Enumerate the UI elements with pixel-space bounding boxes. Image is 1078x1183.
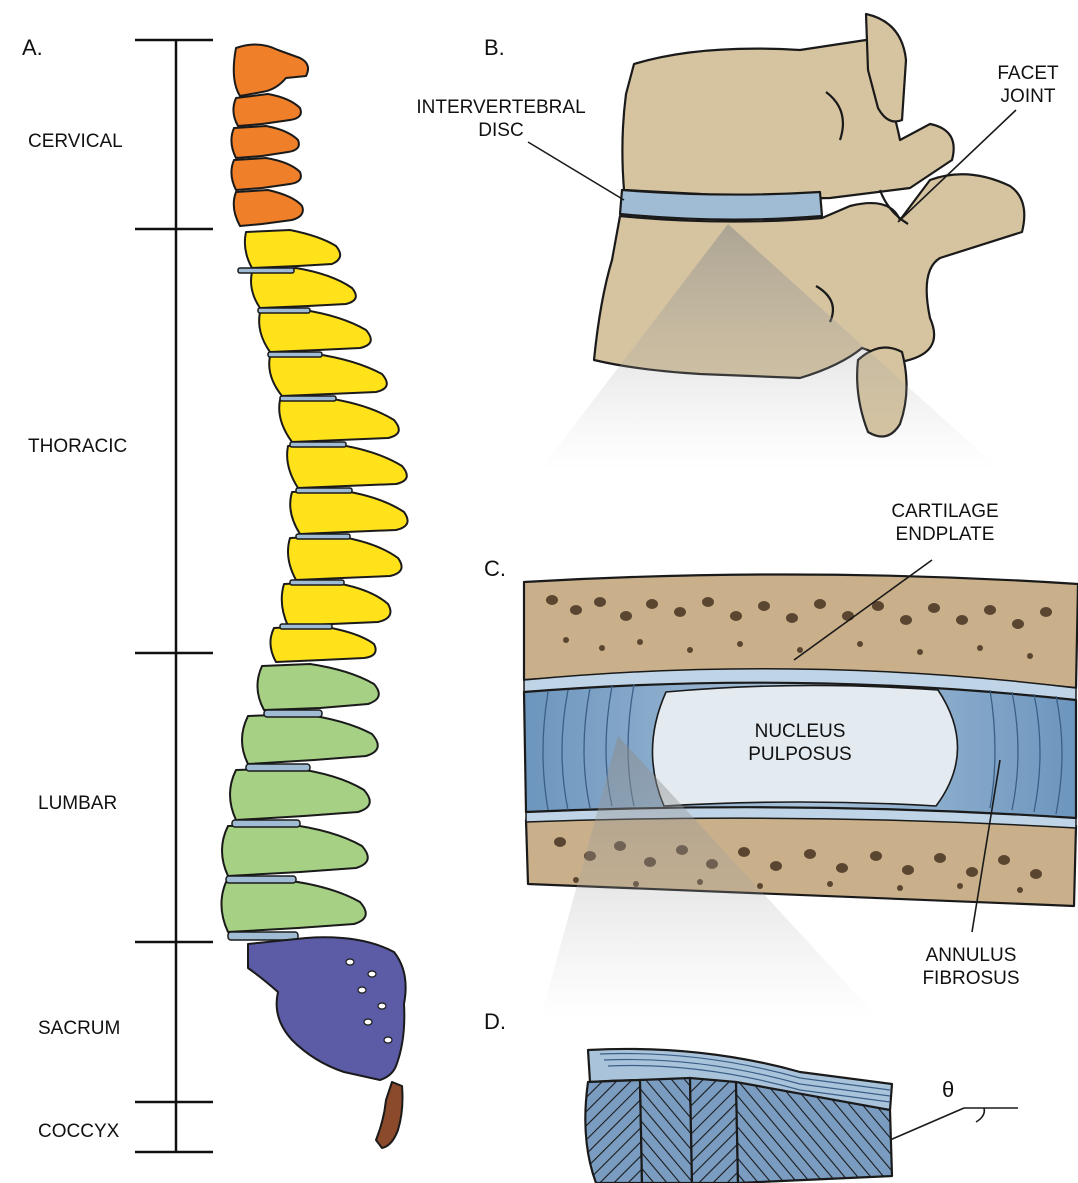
region-label-coccyx: COCCYX [38,1120,119,1143]
region-label-sacrum: SACRUM [38,1017,120,1040]
lumbar-vertebrae [221,664,378,932]
region-label-cervical: CERVICAL [28,130,123,153]
label-nucleus-pulposus: NUCLEUS PULPOSUS [730,720,870,766]
panel-label-d: D. [484,1010,506,1033]
label-facet-joint: FACET JOINT [988,62,1068,108]
region-ruler [135,40,213,1152]
region-label-thoracic: THORACIC [28,435,127,458]
label-annulus-fibrosus: ANNULUS FIBROSUS [906,944,1036,990]
label-intervertebral-disc: INTERVERTEBRAL DISC [396,96,606,142]
label-annulus-fibrosus-line2: FIBROSUS [906,967,1036,990]
label-cartilage-endplate-line2: ENDPLATE [880,523,1010,546]
intervertebral-disc-shape [620,190,822,220]
coccyx-bone [376,1082,403,1148]
label-nucleus-pulposus-line2: PULPOSUS [730,743,870,766]
annulus-lamellae-block [585,1049,1018,1183]
label-nucleus-pulposus-line1: NUCLEUS [730,720,870,743]
label-intervertebral-disc-line2: DISC [396,119,606,142]
panel-label-b: B. [484,36,505,59]
region-label-lumbar: LUMBAR [38,792,117,815]
label-theta: θ [942,1078,954,1101]
cervical-vertebrae [231,44,308,226]
spine-column [221,44,407,1148]
label-facet-joint-line2: JOINT [988,85,1068,108]
label-annulus-fibrosus-line1: ANNULUS [906,944,1036,967]
label-cartilage-endplate-line1: CARTILAGE [880,500,1010,523]
label-cartilage-endplate: CARTILAGE ENDPLATE [880,500,1010,546]
label-facet-joint-line1: FACET [988,62,1068,85]
label-intervertebral-disc-line1: INTERVERTEBRAL [396,96,606,119]
panel-label-a: A. [22,36,43,59]
panel-label-c: C. [484,557,506,580]
